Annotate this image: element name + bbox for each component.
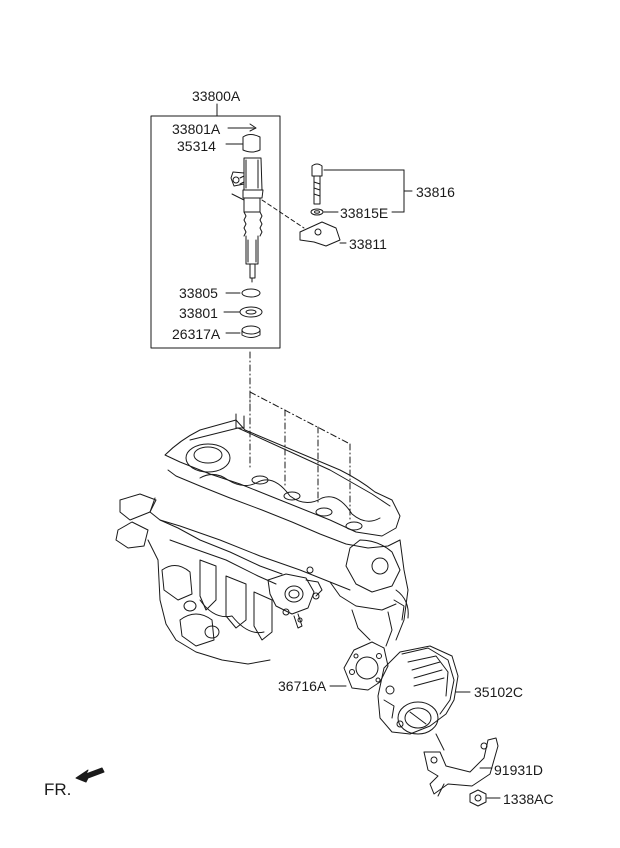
label-gasket: 36716A bbox=[278, 678, 327, 694]
label-o-ring: 33805 bbox=[179, 285, 218, 301]
label-throttle-body: 35102C bbox=[474, 684, 524, 700]
label-nut: 1338AC bbox=[503, 791, 554, 807]
bracket bbox=[423, 737, 499, 797]
label-clamp-set: 33816 bbox=[416, 184, 455, 200]
label-bolt-washer: 33815E bbox=[340, 205, 389, 221]
injector bbox=[223, 123, 264, 334]
throttle-body bbox=[377, 645, 471, 751]
label-bracket: 91931D bbox=[494, 762, 544, 778]
label-injector-cap: 35314 bbox=[177, 138, 216, 154]
front-arrow-icon bbox=[75, 767, 105, 783]
nut bbox=[469, 789, 501, 807]
label-injector-assy: 33800A bbox=[192, 88, 241, 104]
clamp-group bbox=[261, 163, 413, 247]
label-injector-clip: 33801A bbox=[172, 121, 221, 137]
engine-head bbox=[115, 413, 409, 665]
label-clamp: 33811 bbox=[349, 236, 387, 252]
injector-seals bbox=[239, 288, 263, 338]
front-marker-label: FR. bbox=[44, 780, 72, 799]
injector-kit-box bbox=[150, 103, 281, 349]
gasket bbox=[329, 641, 389, 691]
label-washer: 33801 bbox=[179, 305, 218, 321]
guide-lines bbox=[249, 351, 351, 521]
label-seal: 26317A bbox=[172, 326, 221, 342]
